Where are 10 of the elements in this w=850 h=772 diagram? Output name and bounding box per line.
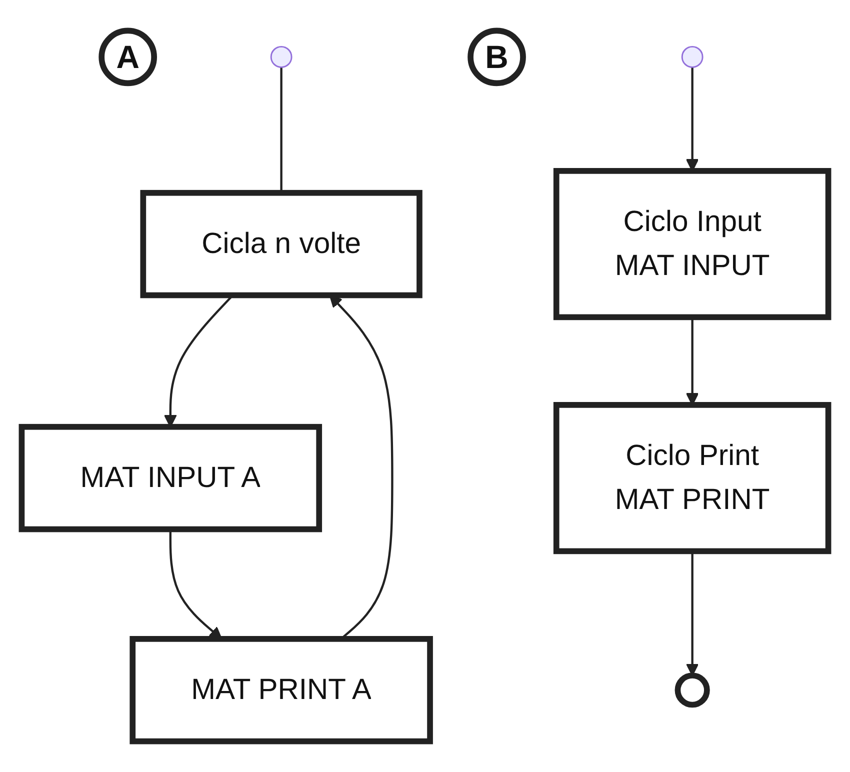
- node-box: MAT PRINT A: [130, 636, 433, 744]
- node-box: MAT INPUT A: [18, 424, 322, 532]
- node-dot: [681, 46, 704, 68]
- node-dot: [270, 46, 292, 68]
- node-box: Ciclo Print MAT PRINT: [553, 402, 832, 554]
- node-circle: A: [98, 28, 157, 86]
- node-box: Cicla n volte: [140, 190, 422, 298]
- node-circle: B: [468, 28, 526, 86]
- node-circle: [674, 672, 710, 708]
- node-box: Ciclo Input MAT INPUT: [553, 168, 832, 320]
